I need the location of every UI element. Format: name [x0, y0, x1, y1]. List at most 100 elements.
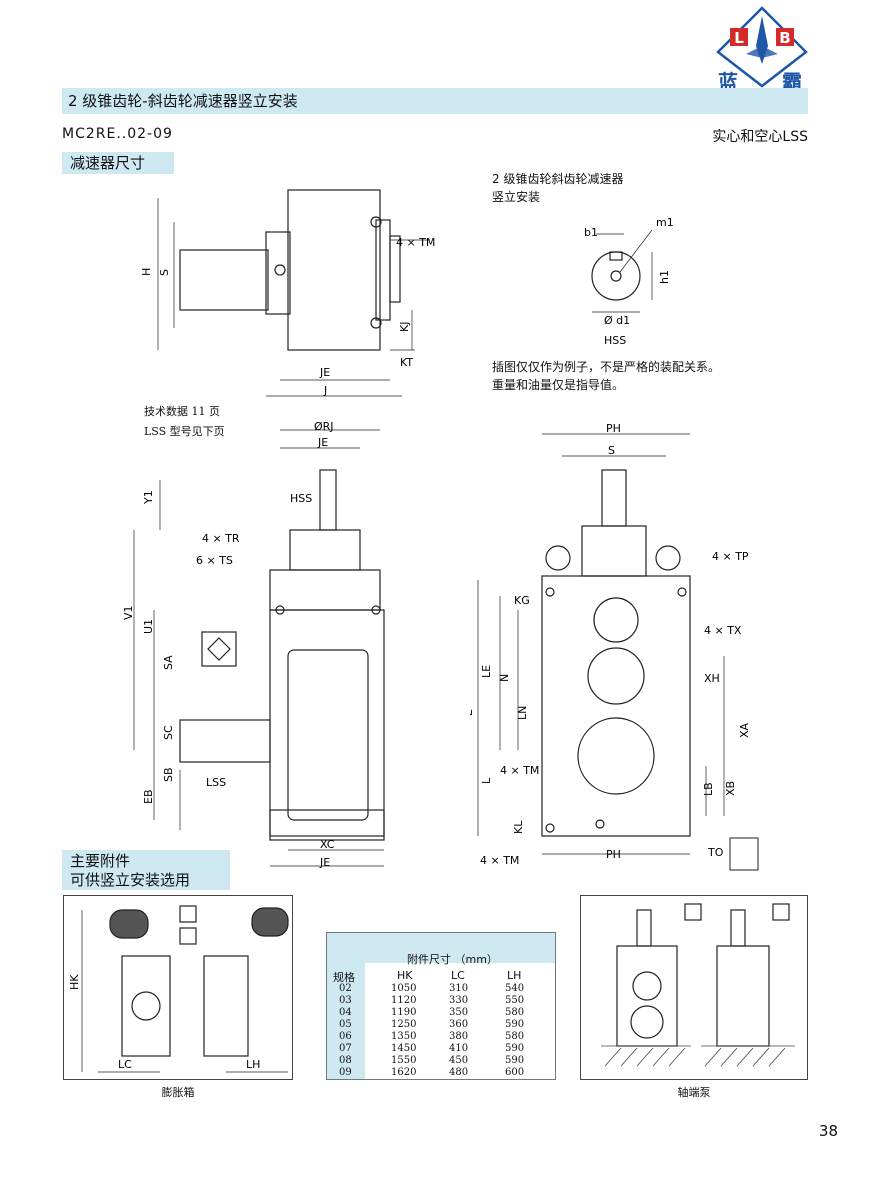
dim-xb: XB	[724, 781, 737, 796]
dim-je-side-top: JE	[317, 436, 328, 449]
cell-size: 08	[339, 1055, 352, 1066]
reference-notes: 技术数据 11 页 LSS 型号见下页	[144, 402, 225, 442]
logo-diamond-icon: L B	[716, 6, 808, 88]
dim-xc: XC	[320, 838, 335, 851]
dim-kt: KT	[400, 356, 413, 369]
cell-lc: 450	[449, 1055, 469, 1066]
dim-d1: Ø d1	[604, 314, 630, 327]
dim-4tm-top: 4 × TM	[396, 236, 435, 249]
dim-4tp: 4 × TP	[712, 550, 749, 563]
page-number: 38	[818, 1122, 838, 1140]
note-lss-model: LSS 型号见下页	[144, 425, 225, 438]
cell-hk: 1450	[391, 1043, 417, 1054]
cell-hk: 1120	[391, 995, 417, 1006]
cell-lh: 600	[505, 1067, 525, 1078]
dim-u1: U1	[142, 619, 155, 634]
dim-ph-bottom: PH	[606, 848, 621, 861]
dim-kg: KG	[514, 594, 530, 607]
shaft-pump-caption: 轴端泵	[677, 1086, 711, 1099]
dim-s-front: S	[608, 444, 615, 457]
dim-s: S	[158, 269, 171, 276]
dim-hss-side: HSS	[290, 492, 312, 505]
dim-4tm-front: 4 × TM	[500, 764, 539, 777]
cell-lh: 590	[505, 1043, 525, 1054]
dim-hk: HK	[68, 974, 81, 990]
description-line-2: 竖立安装	[492, 190, 541, 204]
cell-size: 09	[339, 1067, 352, 1078]
cell-hk: 1620	[391, 1067, 417, 1078]
dim-lc: LC	[118, 1058, 132, 1071]
cell-lc: 330	[449, 995, 469, 1006]
dim-6ts: 6 × TS	[196, 554, 233, 567]
cell-hk: 1250	[391, 1019, 417, 1030]
dim-rj: ØRJ	[314, 420, 334, 433]
dim-y1: Y1	[142, 490, 155, 505]
company-logo: L B 蓝 霸	[716, 6, 808, 94]
dim-sa: SA	[162, 655, 175, 670]
note-illustration-2: 重量和油量仅是指导值。	[492, 378, 625, 392]
expansion-tank-panel: HK LC LH	[63, 895, 293, 1080]
cell-lh: 590	[505, 1055, 525, 1066]
cell-lh: 550	[505, 995, 525, 1006]
cell-hk: 1350	[391, 1031, 417, 1042]
col-header-size: 规格	[333, 971, 355, 984]
cell-lc: 350	[449, 1007, 469, 1018]
dim-xh: XH	[704, 672, 720, 685]
cell-lc: 410	[449, 1043, 469, 1054]
table-row: 08 1550 450 590	[327, 1055, 555, 1067]
dim-4tm-bottom: 4 × TM	[480, 854, 519, 867]
cell-lc: 360	[449, 1019, 469, 1030]
dim-je-top: JE	[319, 366, 330, 379]
dim-xa: XA	[738, 722, 751, 738]
dim-ph-top: PH	[606, 422, 621, 435]
dim-hss-shaft: HSS	[604, 334, 626, 347]
accessories-title-line-2: 可供竖立安装选用	[70, 871, 191, 889]
dim-h1: h1	[658, 270, 671, 284]
dim-4tr: 4 × TR	[202, 532, 240, 545]
expansion-tank-drawing: HK LC LH	[68, 905, 289, 1073]
dim-le: LE	[480, 665, 493, 678]
cell-lh: 580	[505, 1031, 525, 1042]
dim-eb: EB	[142, 790, 155, 805]
reducer-description: 2 级锥齿轮斜齿轮减速器 竖立安装	[492, 170, 623, 206]
dim-lh: LH	[246, 1058, 260, 1071]
cell-lh: 590	[505, 1019, 525, 1030]
dim-n: N	[498, 674, 511, 682]
front-view-drawing: PH S 4 × TP KG 4 × TX XH E LE N LN XA 4 …	[470, 422, 759, 871]
logo-letter-l: L	[734, 29, 744, 47]
accessories-title-line-1: 主要附件	[70, 852, 131, 870]
cell-hk: 1050	[391, 983, 417, 994]
cell-lh: 540	[505, 983, 525, 994]
dim-kl: KL	[512, 820, 525, 834]
section-label-dimensions: 减速器尺寸	[62, 152, 174, 174]
shaft-detail-drawing: b1 m1 h1 Ø d1 HSS	[584, 216, 674, 347]
model-code: MC2RE..02-09	[62, 126, 173, 142]
dim-m1: m1	[656, 216, 674, 229]
col-header-hk: HK	[397, 969, 413, 982]
top-view-drawing: H S 4 × TM KJ KT JE J	[140, 189, 435, 397]
note-illustration-1: 插图仅仅作为例子，不是严格的装配关系。	[492, 360, 721, 374]
cell-size: 04	[339, 1007, 352, 1018]
cell-hk: 1550	[391, 1055, 417, 1066]
col-header-lh: LH	[507, 969, 522, 982]
dim-sc: SC	[162, 725, 175, 740]
dim-kj: KJ	[398, 322, 411, 332]
cell-lc: 380	[449, 1031, 469, 1042]
dim-je-side-bottom: JE	[319, 856, 330, 869]
description-line-1: 2 级锥齿轮斜齿轮减速器	[492, 172, 624, 186]
illustration-notes: 插图仅仅作为例子，不是严格的装配关系。 重量和油量仅是指导值。	[492, 358, 720, 394]
shaft-type-label: 实心和空心LSS	[712, 129, 808, 145]
dim-e: E	[470, 709, 475, 716]
cell-size: 02	[339, 983, 352, 994]
dim-ln: LN	[516, 706, 529, 720]
expansion-tank-caption: 膨胀箱	[161, 1086, 195, 1099]
cell-lh: 580	[505, 1007, 525, 1018]
side-view-drawing: ØRJ JE Y1 HSS 4 × TR 6 × TS V1 U1 SA SC …	[122, 420, 385, 869]
dim-to: TO	[707, 846, 724, 859]
